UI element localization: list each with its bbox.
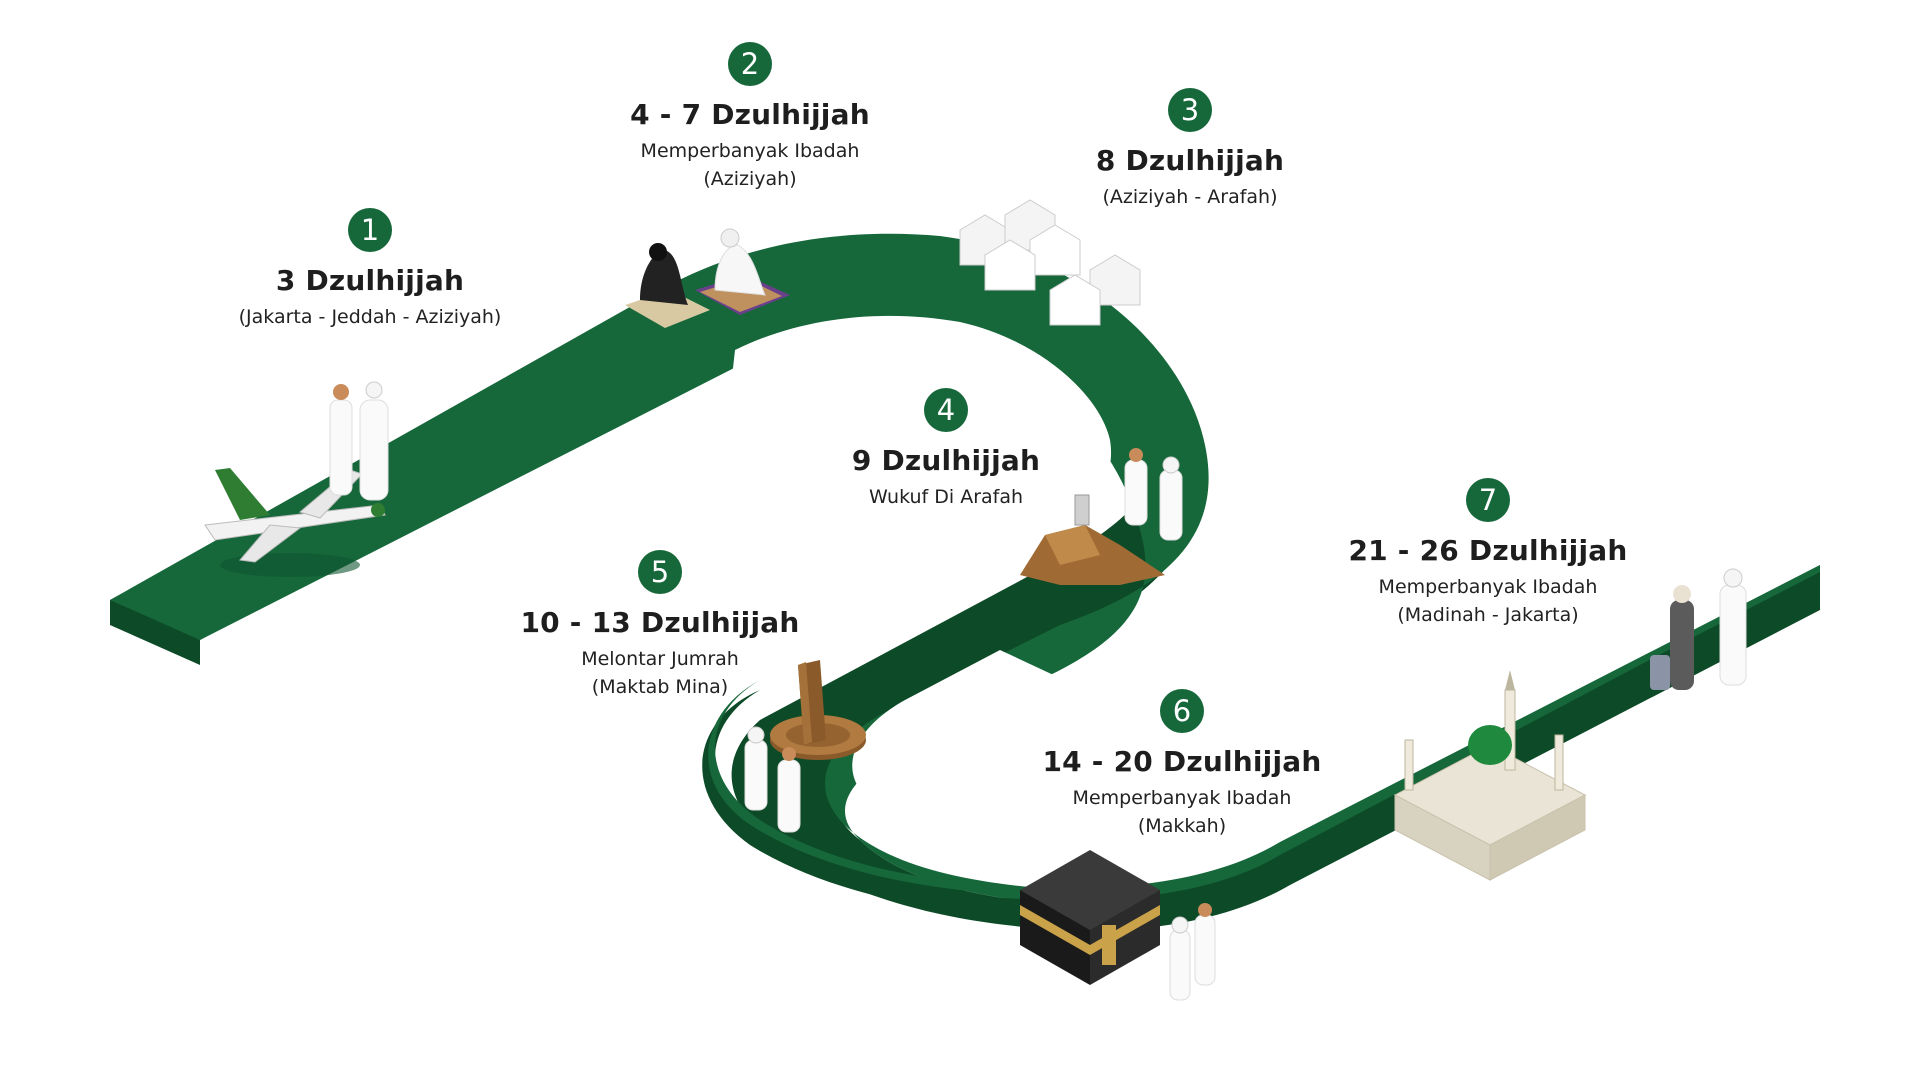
airplane-pilgrims-icon xyxy=(204,381,389,577)
step-badge: 3 xyxy=(1168,88,1212,132)
step-date: 10 - 13 Dzulhijjah xyxy=(520,606,800,639)
step-7: 7 21 - 26 Dzulhijjah Memperbanyak Ibadah… xyxy=(1298,478,1678,629)
upper-loop-hole xyxy=(686,315,1112,760)
step-badge: 1 xyxy=(348,208,392,252)
step-1: 1 3 Dzulhijjah (Jakarta - Jeddah - Azizi… xyxy=(180,208,560,331)
step-5: 5 10 - 13 Dzulhijjah Melontar Jumrah (Ma… xyxy=(470,550,850,701)
road-top xyxy=(110,233,1820,906)
step-badge: 2 xyxy=(728,42,772,86)
step-line1: Wukuf Di Arafah xyxy=(868,486,1024,508)
step-date: 9 Dzulhijjah xyxy=(851,444,1041,477)
step-line1: Melontar Jumrah xyxy=(581,648,739,670)
step-badge: 5 xyxy=(638,550,682,594)
step-line2: (Maktab Mina) xyxy=(591,676,729,698)
step-4: 4 9 Dzulhijjah Wukuf Di Arafah xyxy=(756,388,1136,511)
step-date: 3 Dzulhijjah xyxy=(275,264,465,297)
step-2: 2 4 - 7 Dzulhijjah Memperbanyak Ibadah (… xyxy=(560,42,940,193)
step-line1: (Jakarta - Jeddah - Aziziyah) xyxy=(238,306,502,328)
nabawi-mosque-icon xyxy=(1393,568,1747,881)
step-6: 6 14 - 20 Dzulhijjah Memperbanyak Ibadah… xyxy=(992,689,1372,840)
step-badge: 4 xyxy=(924,388,968,432)
step-line2: (Aziziyah) xyxy=(703,168,797,190)
arafah-hill-icon xyxy=(1020,448,1183,585)
lower-loop-hole xyxy=(852,650,1300,853)
jamarat-pillar-icon xyxy=(744,660,866,833)
step-line2: (Makkah) xyxy=(1137,815,1227,837)
step-badge: 6 xyxy=(1160,689,1204,733)
tents-icon xyxy=(959,199,1141,326)
step-date: 8 Dzulhijjah xyxy=(1095,144,1285,177)
step-line1: Memperbanyak Ibadah xyxy=(640,140,860,162)
step-line1: Memperbanyak Ibadah xyxy=(1072,787,1292,809)
step-line1: (Aziziyah - Arafah) xyxy=(1102,186,1278,208)
praying-pilgrims-icon xyxy=(625,228,790,328)
step-badge: 7 xyxy=(1466,478,1510,522)
step-3: 3 8 Dzulhijjah (Aziziyah - Arafah) xyxy=(1000,88,1380,211)
step-date: 4 - 7 Dzulhijjah xyxy=(630,98,870,131)
kaaba-icon xyxy=(1020,850,1216,1001)
step-date: 21 - 26 Dzulhijjah xyxy=(1348,534,1628,567)
step-line1: Memperbanyak Ibadah xyxy=(1378,576,1598,598)
step-line2: (Madinah - Jakarta) xyxy=(1397,604,1579,626)
step-date: 14 - 20 Dzulhijjah xyxy=(1042,745,1322,778)
